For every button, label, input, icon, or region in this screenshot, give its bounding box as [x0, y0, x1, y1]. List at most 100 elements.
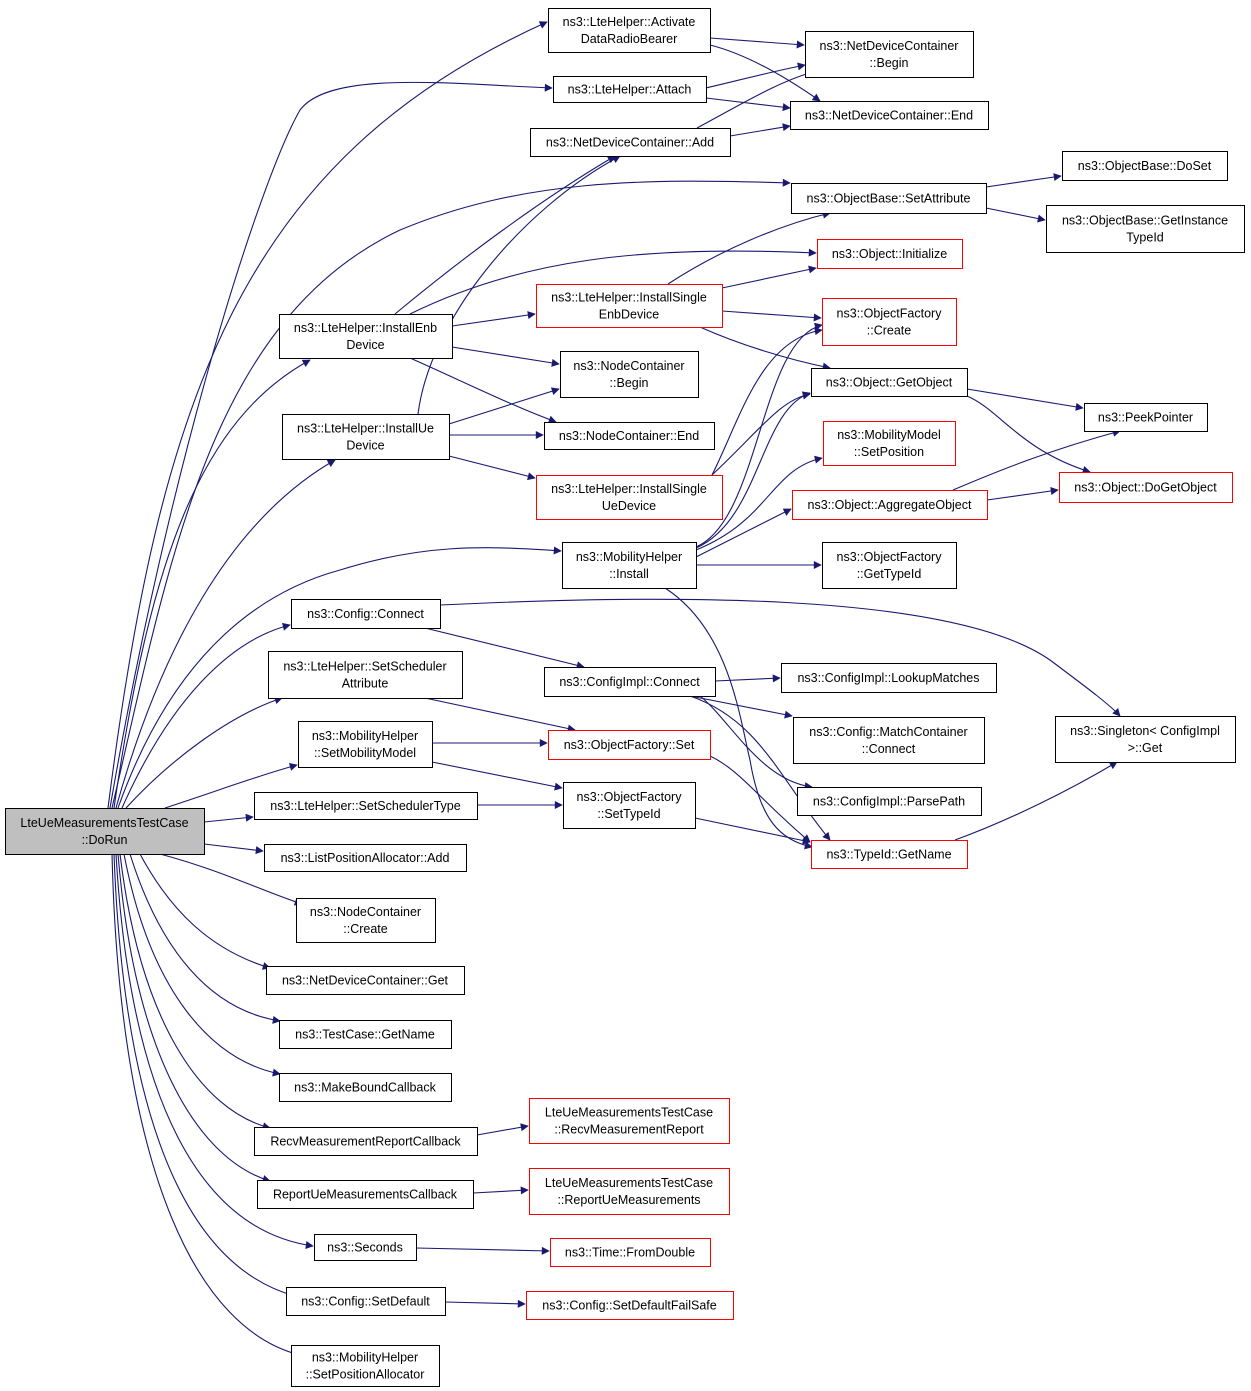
- node-label: ns3::NodeContainer: [573, 359, 684, 373]
- node-schedType[interactable]: ns3::LteHelper::SetSchedulerType: [254, 792, 478, 820]
- edge-root-ndcGet: [139, 853, 271, 970]
- node-label: ::Install: [609, 567, 649, 581]
- node-ndcGet[interactable]: ns3::NetDeviceContainer::Get: [266, 966, 465, 995]
- node-label: RecvMeasurementReportCallback: [270, 1135, 461, 1149]
- edge-mhInstall-mmSetPos: [695, 455, 823, 551]
- call-edges: [107, 21, 1121, 1358]
- node-label: ns3::NetDeviceContainer: [820, 39, 959, 53]
- node-label: ns3::LteHelper::InstallUe: [297, 422, 434, 436]
- node-ofGetTypeId[interactable]: ns3::ObjectFactory::GetTypeId: [822, 542, 957, 589]
- node-ofSetTypeId[interactable]: ns3::ObjectFactory::SetTypeId: [563, 782, 696, 829]
- node-label: ns3::Object::Initialize: [832, 247, 947, 261]
- edge-root-attach: [109, 81, 553, 809]
- edge-root-setPosAlloc: [111, 853, 301, 1358]
- node-ofSet[interactable]: ns3::ObjectFactory::Set: [548, 730, 711, 760]
- node-ndcEnd[interactable]: ns3::NetDeviceContainer::End: [790, 101, 989, 130]
- node-label: ns3::Object::GetObject: [826, 376, 953, 390]
- node-matchCont[interactable]: ns3::Config::MatchContainer::Connect: [793, 717, 985, 764]
- node-typeIdName[interactable]: ns3::TypeId::GetName: [811, 840, 968, 869]
- node-reportMeas[interactable]: LteUeMeasurementsTestCase::ReportUeMeasu…: [529, 1168, 730, 1215]
- node-label: ::DoRun: [82, 833, 128, 847]
- node-singleton[interactable]: ns3::Singleton< ConfigImpl>::Get: [1055, 716, 1236, 763]
- node-doGetObject[interactable]: ns3::Object::DoGetObject: [1059, 472, 1233, 503]
- node-label: ::Connect: [862, 742, 916, 756]
- node-recvReport[interactable]: LteUeMeasurementsTestCase::RecvMeasureme…: [529, 1098, 730, 1144]
- edge-aggObj-peekPtr: [952, 429, 1121, 491]
- edge-cfgConnect-ciConnect: [424, 627, 585, 670]
- node-mmSetPos[interactable]: ns3::MobilityModel::SetPosition: [823, 421, 956, 466]
- node-label: ns3::ObjectFactory: [837, 550, 943, 564]
- edge-activate-ndcBegin: [709, 37, 805, 49]
- node-attach[interactable]: ns3::LteHelper::Attach: [553, 76, 707, 103]
- node-ncEnd[interactable]: ns3::NodeContainer::End: [544, 422, 715, 450]
- node-objDoSet[interactable]: ns3::ObjectBase::DoSet: [1062, 151, 1228, 181]
- node-label: ::Create: [867, 324, 912, 338]
- node-mkBound[interactable]: ns3::MakeBoundCallback: [279, 1073, 452, 1102]
- node-cfgConnect[interactable]: ns3::Config::Connect: [291, 599, 441, 629]
- node-ncBegin[interactable]: ns3::NodeContainer::Begin: [560, 351, 699, 398]
- node-recvCb[interactable]: RecvMeasurementReportCallback: [254, 1127, 478, 1156]
- node-label: ns3::MobilityModel: [837, 428, 941, 442]
- edge-mhInstall-ofCreate: [695, 322, 823, 548]
- node-root[interactable]: LteUeMeasurementsTestCase::DoRun: [5, 808, 205, 855]
- function-nodes: LteUeMeasurementsTestCase::DoRun ns3::Lte…: [5, 8, 1245, 1387]
- edge-ndcAdd-ndcEnd: [729, 123, 791, 137]
- node-ndcAdd[interactable]: ns3::NetDeviceContainer::Add: [530, 128, 731, 157]
- node-label: EnbDevice: [599, 308, 659, 322]
- node-ciConnect[interactable]: ns3::ConfigImpl::Connect: [544, 667, 716, 697]
- node-label: ns3::NetDeviceContainer::Add: [546, 136, 714, 150]
- node-ofCreate[interactable]: ns3::ObjectFactory::Create: [822, 298, 957, 346]
- node-label: ns3::LteHelper::SetScheduler: [283, 660, 446, 674]
- node-label: ::SetPosition: [854, 445, 924, 459]
- node-fromDouble[interactable]: ns3::Time::FromDouble: [550, 1238, 711, 1267]
- node-parsePath[interactable]: ns3::ConfigImpl::ParsePath: [797, 787, 982, 816]
- node-aggObj[interactable]: ns3::Object::AggregateObject: [792, 490, 988, 520]
- node-label: ns3::Config::SetDefaultFailSafe: [542, 1299, 716, 1313]
- node-setAttr[interactable]: ns3::ObjectBase::SetAttribute: [791, 183, 987, 214]
- edge-attach-ndcEnd: [705, 97, 791, 112]
- node-label: ns3::Singleton< ConfigImpl: [1070, 724, 1220, 738]
- edge-setAttr-objDoSet: [985, 173, 1062, 188]
- node-setDefaultFS[interactable]: ns3::Config::SetDefaultFailSafe: [526, 1291, 734, 1320]
- node-getObject[interactable]: ns3::Object::GetObject: [811, 368, 968, 397]
- node-setPosAlloc[interactable]: ns3::MobilityHelper::SetPositionAllocato…: [291, 1345, 440, 1387]
- node-seconds[interactable]: ns3::Seconds: [314, 1234, 417, 1261]
- node-label: Device: [346, 338, 384, 352]
- node-label: ns3::NetDeviceContainer::End: [805, 109, 973, 123]
- node-ndcBegin[interactable]: ns3::NetDeviceContainer::Begin: [805, 31, 974, 78]
- node-ncCreate[interactable]: ns3::NodeContainer::Create: [296, 898, 436, 943]
- node-tcGetName[interactable]: ns3::TestCase::GetName: [279, 1020, 452, 1049]
- node-peekPtr[interactable]: ns3::PeekPointer: [1084, 403, 1208, 432]
- edge-root-mkBound: [123, 853, 281, 1077]
- edge-getObject-doGetObject: [966, 395, 1091, 474]
- node-label: ::RecvMeasurementReport: [554, 1123, 704, 1137]
- edge-root-instEnb: [113, 359, 311, 809]
- edge-root-instUe: [115, 459, 336, 809]
- node-label: ns3::ObjectFactory: [577, 790, 683, 804]
- node-label: ns3::TypeId::GetName: [826, 848, 951, 862]
- node-label: TypeId: [1126, 231, 1164, 245]
- node-label: ::SetTypeId: [597, 807, 660, 821]
- edge-instEnb-objInit: [409, 248, 817, 315]
- node-mhInstall[interactable]: ns3::MobilityHelper::Install: [562, 542, 697, 589]
- node-reportCb[interactable]: ReportUeMeasurementsCallback: [257, 1180, 474, 1209]
- node-label: ns3::NetDeviceContainer::Get: [282, 974, 449, 988]
- node-label: ns3::ObjectFactory::Set: [564, 738, 695, 752]
- node-lpaAdd[interactable]: ns3::ListPositionAllocator::Add: [264, 844, 467, 872]
- node-objInit[interactable]: ns3::Object::Initialize: [817, 239, 963, 269]
- node-label: ns3::Time::FromDouble: [565, 1246, 695, 1260]
- node-setMobModel[interactable]: ns3::MobilityHelper::SetMobilityModel: [298, 721, 433, 768]
- node-label: ns3::ObjectBase::GetInstance: [1062, 214, 1228, 228]
- edge-ciConnect-ciLookup: [714, 674, 781, 683]
- node-label: ns3::LteHelper::SetSchedulerType: [270, 799, 460, 813]
- node-setDefault[interactable]: ns3::Config::SetDefault: [286, 1287, 446, 1316]
- node-ciLookup[interactable]: ns3::ConfigImpl::LookupMatches: [781, 663, 997, 693]
- node-label: Attribute: [342, 677, 389, 691]
